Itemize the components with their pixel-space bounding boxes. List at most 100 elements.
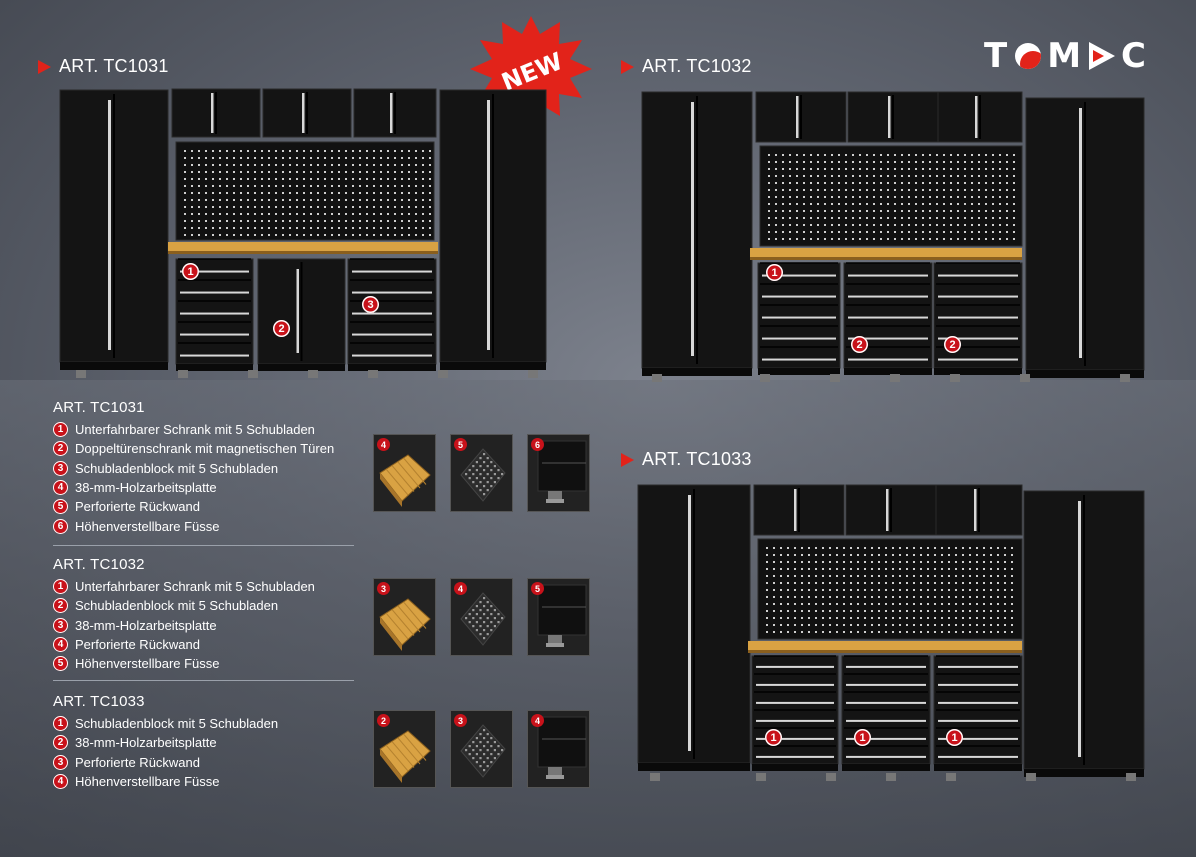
peg-hole bbox=[859, 168, 861, 170]
peg-hole bbox=[950, 154, 952, 156]
peg-hole bbox=[943, 175, 945, 177]
peg-hole bbox=[387, 213, 389, 215]
peg-hole bbox=[296, 157, 298, 159]
peg-hole bbox=[289, 171, 291, 173]
wood-grain bbox=[403, 458, 427, 485]
peg-hole bbox=[359, 206, 361, 208]
peg-hole bbox=[191, 199, 193, 201]
peg-hole bbox=[927, 561, 929, 563]
peg-hole bbox=[184, 164, 186, 166]
peg-hole bbox=[929, 210, 931, 212]
peg-hole bbox=[955, 561, 957, 563]
peg-hole bbox=[261, 199, 263, 201]
divider bbox=[53, 545, 354, 546]
peg-hole bbox=[373, 206, 375, 208]
peg-hole bbox=[768, 224, 770, 226]
peg-hole bbox=[845, 224, 847, 226]
peg-hole bbox=[964, 210, 966, 212]
peg-hole bbox=[415, 220, 417, 222]
peg-hole bbox=[780, 631, 782, 633]
peg-hole bbox=[219, 164, 221, 166]
peg-hole bbox=[338, 206, 340, 208]
peg-hole bbox=[1013, 154, 1015, 156]
peg-hole bbox=[796, 161, 798, 163]
peg-hole bbox=[822, 547, 824, 549]
peg-hole bbox=[483, 729, 486, 732]
peg-hole bbox=[817, 161, 819, 163]
peg-hole bbox=[801, 568, 803, 570]
peg-hole bbox=[226, 150, 228, 152]
peg-hole bbox=[373, 150, 375, 152]
thumb-badge: 3 bbox=[377, 582, 390, 595]
peg-hole bbox=[976, 582, 978, 584]
peg-hole bbox=[929, 168, 931, 170]
peg-hole bbox=[226, 192, 228, 194]
peg-hole bbox=[324, 227, 326, 229]
peg-hole bbox=[212, 234, 214, 236]
logo-letter: T bbox=[984, 36, 1010, 76]
peg-hole bbox=[310, 192, 312, 194]
peg-hole bbox=[475, 605, 478, 608]
peg-hole bbox=[486, 733, 489, 736]
peg-hole bbox=[913, 603, 915, 605]
peg-hole bbox=[275, 213, 277, 215]
peg-hole bbox=[366, 171, 368, 173]
peg-hole bbox=[184, 178, 186, 180]
peg-hole bbox=[915, 168, 917, 170]
peg-hole bbox=[483, 453, 486, 456]
peg-hole bbox=[810, 217, 812, 219]
peg-hole bbox=[212, 199, 214, 201]
peg-hole bbox=[345, 213, 347, 215]
peg-hole bbox=[493, 757, 496, 760]
peg-hole bbox=[985, 238, 987, 240]
peg-hole bbox=[997, 617, 999, 619]
peg-hole bbox=[773, 603, 775, 605]
peg-hole bbox=[969, 631, 971, 633]
drawer-handle bbox=[846, 737, 926, 740]
peg-hole bbox=[1011, 610, 1013, 612]
peg-hole bbox=[794, 596, 796, 598]
wood-worktop bbox=[748, 641, 1022, 650]
peg-hole bbox=[789, 238, 791, 240]
peg-hole bbox=[472, 465, 475, 468]
peg-hole bbox=[338, 185, 340, 187]
peg-hole bbox=[226, 178, 228, 180]
list-item-text: 38-mm-Holzarbeitsplatte bbox=[75, 480, 217, 496]
peg-hole bbox=[894, 238, 896, 240]
peg-hole bbox=[810, 154, 812, 156]
peg-hole bbox=[479, 601, 482, 604]
peg-hole bbox=[978, 231, 980, 233]
peg-hole bbox=[324, 178, 326, 180]
peg-hole bbox=[289, 220, 291, 222]
detail-thumbs-tc1032: 3 4 5 bbox=[373, 578, 590, 656]
peg-hole bbox=[766, 610, 768, 612]
peg-hole bbox=[908, 196, 910, 198]
peg-hole bbox=[815, 568, 817, 570]
peg-hole bbox=[794, 575, 796, 577]
peg-hole bbox=[324, 164, 326, 166]
peg-hole bbox=[950, 175, 952, 177]
cabinet-set-tc1031 bbox=[59, 88, 547, 378]
drawer-handle bbox=[938, 665, 1018, 668]
peg-hole bbox=[233, 164, 235, 166]
peg-hole bbox=[373, 227, 375, 229]
drawer-handle bbox=[762, 274, 836, 277]
peg-hole bbox=[233, 157, 235, 159]
peg-hole bbox=[331, 206, 333, 208]
peg-hole bbox=[282, 150, 284, 152]
peg-hole bbox=[992, 154, 994, 156]
peg-hole bbox=[906, 547, 908, 549]
peg-hole bbox=[941, 624, 943, 626]
peg-hole bbox=[1004, 624, 1006, 626]
peg-hole bbox=[475, 753, 478, 756]
peg-hole bbox=[997, 561, 999, 563]
peg-hole bbox=[971, 182, 973, 184]
peg-hole bbox=[822, 596, 824, 598]
peg-hole bbox=[990, 589, 992, 591]
peg-hole bbox=[483, 597, 486, 600]
peg-hole bbox=[873, 196, 875, 198]
callout-badge: 1 bbox=[182, 263, 199, 280]
peg-hole bbox=[317, 227, 319, 229]
peg-hole bbox=[1004, 589, 1006, 591]
peg-hole bbox=[878, 617, 880, 619]
